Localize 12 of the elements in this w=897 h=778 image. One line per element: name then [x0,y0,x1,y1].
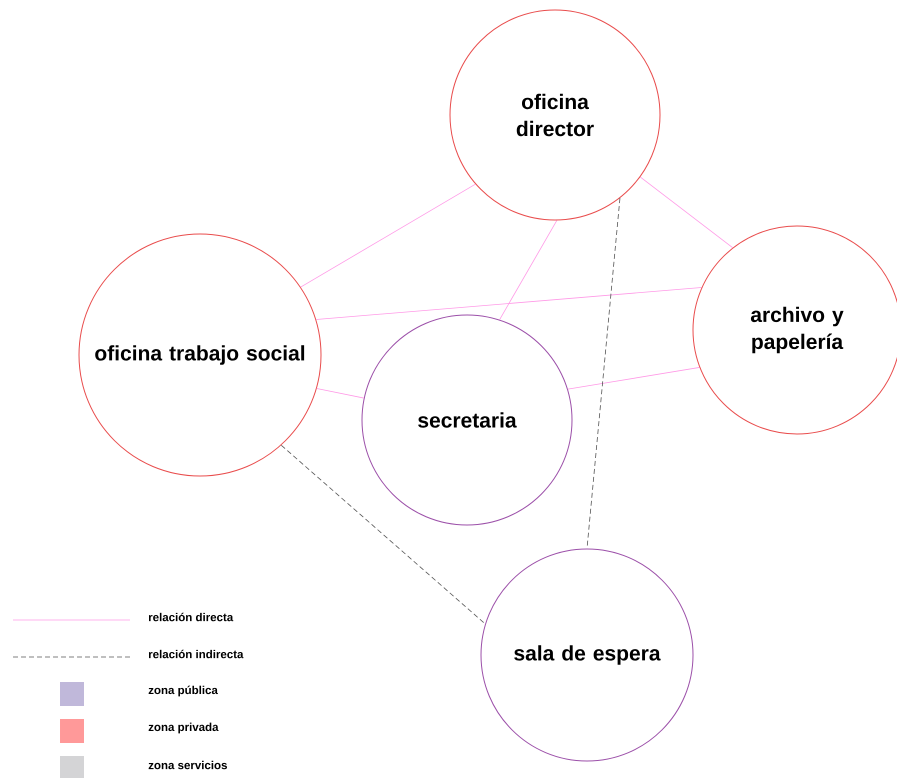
relation-line [568,367,700,390]
legend-label: relación indirecta [148,650,244,658]
legend-label: zona privada [148,722,219,734]
relation-line [316,388,364,398]
relation-line [280,444,486,624]
relation-line [316,287,702,320]
relation-line [499,220,558,320]
legend-label: relación directa [148,612,234,622]
relation-line [300,184,476,288]
legend-label: zona servicios [148,760,227,770]
relation-line [640,176,734,248]
legend-label: zona pública [148,686,218,696]
